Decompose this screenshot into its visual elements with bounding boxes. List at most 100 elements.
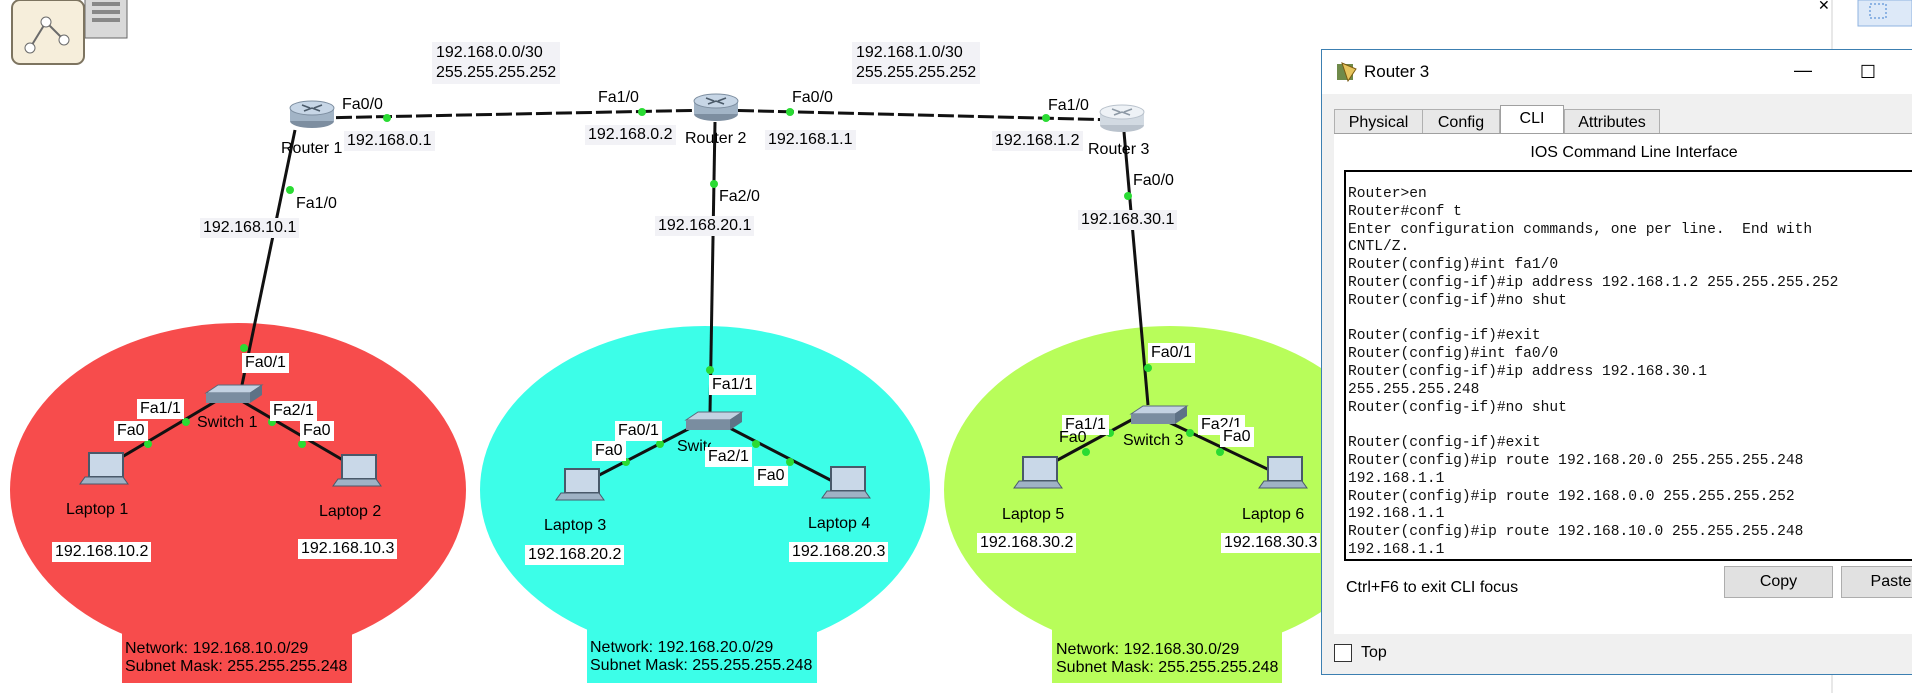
link-r2-r3 — [717, 108, 1121, 122]
link-s2-l4 — [723, 423, 841, 487]
router-1-icon[interactable] — [289, 100, 335, 128]
r2-fa00-ip: 192.168.1.1 — [765, 130, 856, 150]
cli-line: 192.168.1.1 — [1348, 541, 1445, 558]
laptop-4-ip: 192.168.20.3 — [789, 542, 889, 562]
router-1-label: Router 1 — [281, 140, 343, 157]
switch-3-icon[interactable] — [1129, 405, 1189, 424]
maximize-button[interactable]: ☐ — [1859, 62, 1877, 82]
cli-line: Router(config-if)#no shut — [1348, 292, 1567, 309]
r3-fa00-ip: 192.168.30.1 — [1078, 210, 1178, 230]
minimize-button[interactable]: — — [1794, 60, 1812, 80]
laptop-2-icon[interactable] — [332, 454, 382, 487]
laptop-2-ip: 192.168.10.3 — [298, 539, 398, 559]
r3-fa10-ip: 192.168.1.2 — [992, 131, 1083, 151]
laptop-4-icon[interactable] — [821, 466, 871, 499]
l5-fa0-port: Fa0 — [1059, 429, 1087, 446]
lan1-area — [10, 323, 466, 657]
close-canvas-icon[interactable]: ✕ — [1818, 0, 1830, 13]
lan3-area — [944, 326, 1396, 654]
switch-1-icon[interactable] — [204, 384, 264, 403]
switch-2-icon[interactable] — [684, 411, 744, 430]
r3-fa10-port: Fa1/0 — [1048, 97, 1089, 114]
r2-fa20-port: Fa2/0 — [719, 188, 760, 205]
link-r2-s2 — [708, 121, 717, 414]
toolbar-select-icon[interactable] — [1857, 0, 1912, 27]
laptop-1-label: Laptop 1 — [66, 501, 129, 518]
laptop-5-icon[interactable] — [1013, 456, 1063, 489]
laptop-6-ip: 192.168.30.3 — [1221, 533, 1321, 553]
l3-fa0-port: Fa0 — [592, 441, 626, 461]
r3-fa00-port: Fa0/0 — [1133, 172, 1174, 189]
cli-line: Router(config-if)#ip address 192.168.1.2… — [1348, 274, 1839, 291]
cli-line: Router(config-if)#ip address 192.168.30.… — [1348, 363, 1708, 380]
l1-fa0-port: Fa0 — [114, 421, 148, 441]
s3-fa11-port: Fa1/1 — [1062, 415, 1109, 435]
tab-config[interactable]: Config — [1422, 109, 1500, 135]
switch-2-label: Switch 2 — [677, 438, 711, 455]
l2-fa0-port: Fa0 — [300, 421, 334, 441]
cli-line: Enter configuration commands, one per li… — [1348, 221, 1813, 238]
lan2-label-bg — [587, 628, 817, 683]
lan2-area — [480, 326, 930, 654]
cli-line: 192.168.1.1 — [1348, 470, 1445, 487]
laptop-6-icon[interactable] — [1258, 456, 1308, 489]
r1-fa00-port: Fa0/0 — [342, 96, 383, 113]
lan3-label-bg — [1052, 628, 1282, 683]
router-2-icon[interactable] — [693, 93, 739, 121]
s1-fa11-port: Fa1/1 — [137, 399, 184, 419]
tab-cli[interactable]: CLI — [1500, 105, 1564, 136]
r1-fa00-ip: 192.168.0.1 — [344, 131, 435, 151]
cli-focus-hint: Ctrl+F6 to exit CLI focus — [1346, 579, 1519, 596]
cli-line: Router#conf t — [1348, 203, 1462, 220]
paste-button[interactable]: Paste — [1841, 566, 1912, 598]
router-3-window[interactable]: Router 3 — ☐ Physical Config CLI Attribu… — [1321, 49, 1912, 675]
r2-fa00-port: Fa0/0 — [792, 89, 833, 106]
s1-fa01-port: Fa0/1 — [242, 353, 289, 373]
window-titlebar[interactable]: Router 3 — ☐ — [1322, 50, 1912, 94]
tab-physical[interactable]: Physical — [1334, 109, 1423, 135]
laptop-3-icon[interactable] — [555, 468, 605, 501]
cli-line: Router(config-if)#exit — [1348, 435, 1541, 452]
cli-line: Router(config)#int fa1/0 — [1348, 257, 1559, 274]
top-checkbox[interactable] — [1334, 644, 1352, 662]
window-title: Router 3 — [1364, 62, 1430, 81]
r1-fa10-ip: 192.168.10.1 — [200, 218, 300, 238]
tab-attributes[interactable]: Attributes — [1564, 109, 1660, 135]
cli-line: Router(config)#int fa0/0 — [1348, 346, 1559, 363]
copy-button[interactable]: Copy — [1724, 566, 1833, 598]
link-r1-r2 — [315, 108, 715, 120]
lan1-label-bg — [122, 628, 352, 683]
laptop-6-label: Laptop 6 — [1242, 506, 1305, 523]
s2-fa11-port: Fa1/1 — [709, 375, 756, 395]
laptop-3-ip: 192.168.20.2 — [525, 545, 625, 565]
router-2-label: Router 2 — [685, 130, 747, 147]
switch-3-label: Switch 3 — [1123, 432, 1184, 449]
r2-fa20-ip: 192.168.20.1 — [655, 216, 755, 236]
link-status-dots — [144, 108, 1224, 466]
l4-fa0-port: Fa0 — [754, 466, 788, 486]
logical-workspace-icon[interactable] — [11, 0, 128, 65]
top-checkbox-label: Top — [1361, 644, 1387, 661]
laptop-5-label: Laptop 5 — [1002, 506, 1065, 523]
cli-line: Router(config-if)#exit — [1348, 328, 1541, 345]
cli-panel-title: IOS Command Line Interface — [1530, 144, 1738, 161]
laptop-4-label: Laptop 4 — [808, 515, 871, 532]
r2-fa10-port: Fa1/0 — [598, 89, 639, 106]
l6-fa0-port: Fa0 — [1220, 427, 1254, 447]
laptop-1-ip: 192.168.10.2 — [52, 542, 152, 562]
cli-line: Router(config)#ip route 192.168.20.0 255… — [1348, 452, 1804, 469]
laptop-1-icon[interactable] — [79, 452, 129, 485]
router-3-icon[interactable] — [1099, 104, 1145, 132]
switch-1-label: Switch 1 — [197, 414, 258, 431]
laptop-3-label: Laptop 3 — [544, 517, 607, 534]
cli-line — [1346, 417, 1838, 435]
r1-fa10-port: Fa1/0 — [296, 195, 337, 212]
link-r1-s1 — [240, 129, 297, 386]
laptop-2-label: Laptop 2 — [319, 503, 382, 520]
